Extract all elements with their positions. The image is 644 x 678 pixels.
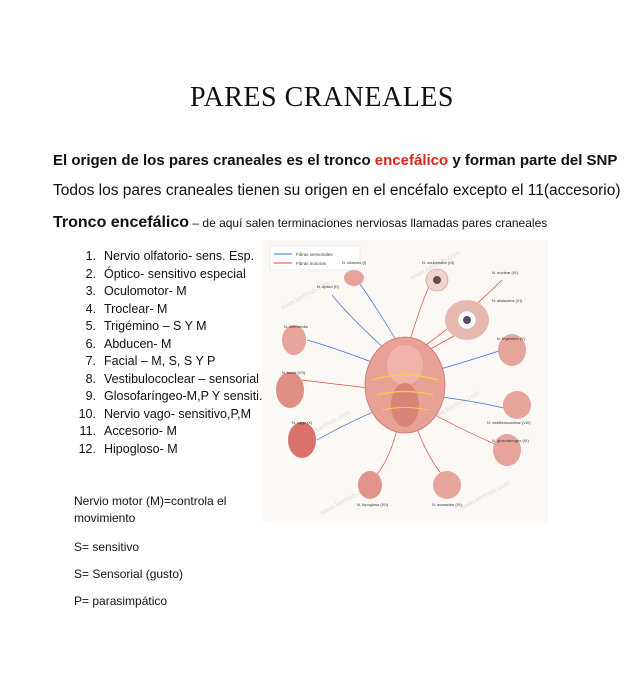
nerve-number: 9. [85,389,96,403]
nerve-text: Nervio vago- sensitivo,P,M [104,406,252,421]
section-heading: Tronco encefálico – de aquí salen termin… [53,214,638,232]
nerve-number: 12. [78,441,96,456]
nerve-list-item: 5. Trigémino – S Y M [74,318,266,336]
nerve-number: 5. [85,319,96,333]
label-optic: N. óptico (II) [317,284,339,289]
nerve-list-item: 7. Facial – M, S, S Y P [74,353,266,371]
nerve-text: Óptico- sensitivo especial [104,266,246,281]
intro-part1: El origen de los pares craneales es el t… [53,152,375,169]
nerve-text: Accesorio- M [104,424,177,438]
nerve-text: Vestibulococlear – sensorial [104,371,259,386]
nerve-text: Trigémino – S Y M [104,319,207,333]
nerve-bundle-2 [376,390,434,396]
label-abducens: N. abducens (VI) [492,298,523,303]
section-subtitle: – de aquí salen terminaciones nerviosas … [189,216,548,230]
nerve-list-item: 12. Hipogloso- M [74,441,266,459]
brainstem [391,383,419,427]
statement-text: Todos los pares craneales tienen su orig… [53,182,621,199]
nerve-text: Glosofaríngeo-M,P Y sensiti.. [104,389,266,403]
label-vagus: N. vago (X) [292,420,313,425]
nerve-number: 3. [85,284,96,298]
label-oculomotor: N. oculomotor (III) [422,260,455,265]
thumb-pupil [463,316,471,324]
label-troclear: N. troclear (IV) [492,270,519,275]
nerve-list-item: 3. Oculomotor- M [74,283,266,301]
nerve-number: 11. [79,424,96,438]
thumb-neck [433,471,461,499]
thumb-head-left [282,325,306,355]
thumb-face-muscles [276,372,304,408]
label-trigeminal: N. trigémino (V) [497,336,526,341]
nerve-number: 10. [78,406,96,421]
label-accessory: N. accesorio (XI) [432,502,462,507]
nerve-text: Hipogloso- M [104,441,178,456]
label-olfactory: N. olfatorio (I) [342,260,367,265]
thumb-olfactory [344,270,364,286]
label-glossopharyngeal: N. glosofaríngeo (IX) [492,438,529,443]
thumb-tongue [358,471,382,499]
nerve-list-item: 6. Abducen- M [74,336,266,354]
legend-sensitive: S= sensitivo [74,540,140,554]
cranial-nerves-illustration: www.kenhub.com www.kenhub.com www.kenhub… [262,240,548,522]
thumb-eye-iris [433,276,441,284]
nerve-text: Abducen- M [104,336,172,351]
nerve-list-item: 9. Glosofaríngeo-M,P Y sensiti.. [74,388,266,406]
nerve-bundle-3 [381,407,429,411]
nerve-list: 1. Nervio olfatorio- sens. Esp. 2. Óptico- … [74,248,266,458]
nerve-number: 6. [85,336,96,351]
cranial-nerves-svg: www.kenhub.com www.kenhub.com www.kenhub… [269,245,531,517]
nerve-list-item: 1. Nervio olfatorio- sens. Esp. [74,248,266,266]
label-vestibulocochlear: N. vestibulococlear (VIII) [487,420,531,425]
legend-motor: Nervio motor (M)=controla el movimiento [74,494,227,525]
nerve-text: Troclear- M [104,301,168,316]
brain-frontal [387,345,423,385]
nerve-number: 4. [85,301,96,316]
nerve-list-item: 11. Accesorio- M [74,423,266,441]
nerve-bundle-1 [371,374,439,381]
legend-sensorial: S= Sensorial (gusto) [74,567,184,581]
label-facial: N. facial (VII) [282,370,306,375]
key-box [269,245,361,271]
thumb-head-right [498,334,526,366]
section-title: Tronco encefálico [53,214,190,231]
watermark-6: www.kenhub.com [459,480,512,512]
thumb-ear [503,391,531,419]
document-title: PARES CRANEALES [190,82,454,113]
key-motor-label: Fibras motoras [296,261,327,266]
nerve-text: Oculomotor- M [104,284,187,298]
nerve-number: 1. [85,249,96,263]
nerve-list-item: 8. Vestibulococlear – sensorial [74,371,266,389]
nerve-list-item: 10. Nervio vago- sensitivo,P,M [74,406,266,424]
intro-sentence: El origen de los pares craneales es el t… [53,152,633,169]
nerve-text: Facial – M, S, S Y P [104,354,216,368]
label-intermediate: N. intermedio [284,324,308,329]
intro-highlight: encefálico [374,152,449,169]
nerve-number: 7. [85,354,96,368]
nerve-list-item: 2. Óptico- sensitivo especial [74,266,266,284]
thumb-throat [493,434,521,466]
intro-part2: y forman parte del SNP [448,152,618,169]
nerve-list-item: 4. Troclear- M [74,301,266,319]
legend-parasympathetic: P= parasimpático [74,594,168,608]
nerve-number: 8. [85,371,96,386]
nerve-number: 2. [85,266,96,281]
key-sensory-label: Fibras sensoriales [296,252,333,257]
nerve-text: Nervio olfatorio- sens. Esp. [104,249,255,263]
label-hypoglossal: N. hipogloso (XII) [357,502,388,507]
thumb-thorax [288,422,316,458]
